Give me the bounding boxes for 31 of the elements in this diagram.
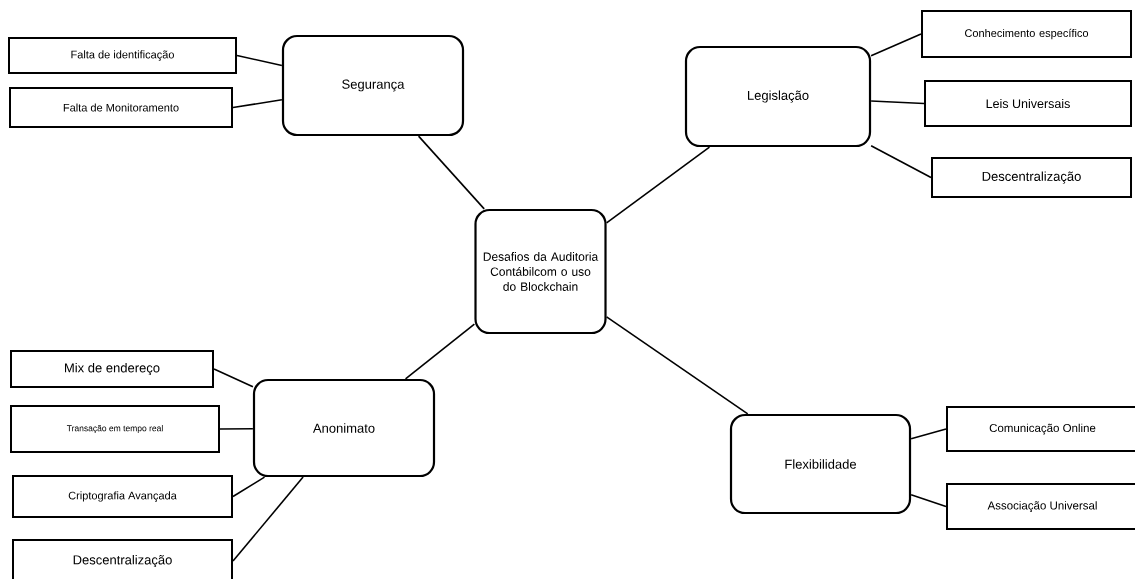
topic-box: Legislação [684,45,872,148]
connector-line [870,144,932,179]
subtopic-box: Mix de endereço [10,350,214,388]
subtopic-box: Descentralização [12,539,233,579]
connector-line [219,427,254,430]
connector-line [232,99,283,109]
connector-line [870,33,922,57]
connector-line [605,146,711,224]
subtopic-box: Falta de Monitoramento [9,87,233,128]
connector-line [232,476,266,498]
connector-line [213,368,254,388]
central-topic-box: Desafios da Auditoria Contábilcom o uso do Blockchain [474,208,607,335]
connector-line [417,135,485,210]
subtopic-box: Falta de identificação [8,37,237,74]
topic-box: Anonimato [252,378,436,478]
subtopic-box: Descentralização [931,157,1132,198]
topic-box: Flexibilidade [729,413,912,515]
connector-line [605,316,749,415]
subtopic-box: Associação Universal [946,483,1135,530]
connector-line [910,493,947,508]
subtopic-box: Conhecimento específico [921,10,1132,58]
connector-line [232,476,304,562]
connector-line [404,323,476,380]
topic-box: Segurança [281,34,465,137]
subtopic-box: Criptografia Avançada [12,475,233,518]
subtopic-box: Comunicação Online [946,406,1135,452]
connector-line [870,100,925,105]
subtopic-box: Leis Universais [924,80,1132,127]
connector-line [236,54,283,67]
subtopic-box: Transação em tempo real [10,405,220,453]
connector-line [910,428,947,440]
